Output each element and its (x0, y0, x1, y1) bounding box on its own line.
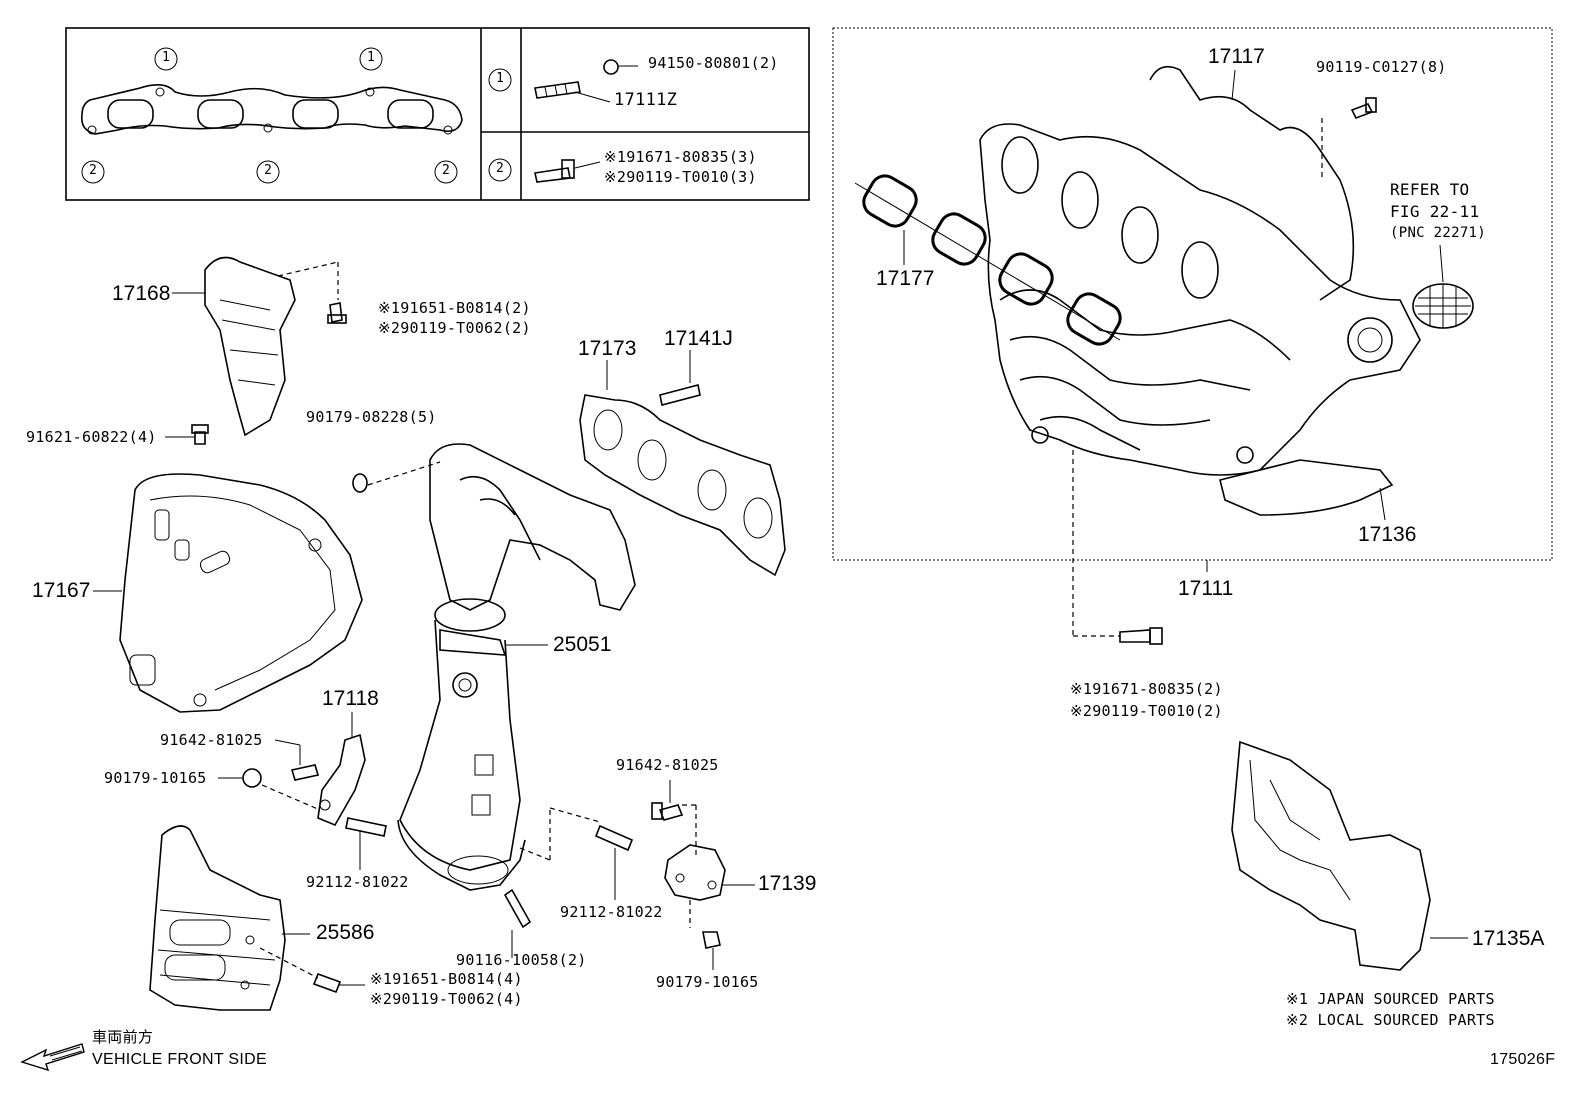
marker-2-b: 2 (264, 163, 273, 178)
part-290119-t0062-4: ※290119-T0062(4) (370, 990, 523, 1008)
direction-label-english: VEHICLE FRONT SIDE (92, 1051, 267, 1068)
part-90179-10165-left: 90179-10165 (104, 769, 207, 787)
part-92112-81022-right: 92112-81022 (560, 903, 663, 921)
part-17118: 17118 (322, 687, 379, 710)
reference-line1: REFER TO (1390, 180, 1470, 199)
direction-arrow-icon (20, 1043, 85, 1072)
part-17117: 17117 (1208, 45, 1265, 68)
part-25586: 25586 (316, 921, 375, 944)
part-290119-t0062-2: ※290119-T0062(2) (378, 319, 531, 337)
part-17136: 17136 (1358, 523, 1417, 546)
table-stud-drawing (534, 59, 638, 183)
mesh-screen-drawing (1412, 244, 1474, 329)
marker-1-b: 1 (367, 50, 376, 65)
marker-2-a: 2 (89, 163, 98, 178)
part-92112-81022-left: 92112-81022 (306, 873, 409, 891)
stud-92112-left-drawing (345, 817, 387, 870)
part-290119-t0010-3: ※290119-T0010(3) (604, 168, 757, 186)
part-191671-80835-3: ※191671-80835(3) (604, 148, 757, 166)
part-191671-80835-2: ※191671-80835(2) (1070, 680, 1223, 698)
bolt-90119-drawing (1321, 97, 1377, 180)
part-90179-10165-right: 90179-10165 (656, 973, 759, 991)
part-91621-60822: 91621-60822(4) (26, 428, 157, 446)
direction-label-japanese: 車両前方 (92, 1028, 154, 1046)
bracket-17118-drawing (218, 712, 366, 827)
part-191651-b0814-2: ※191651-B0814(2) (378, 299, 531, 317)
exhaust-gasket-drawing (80, 84, 463, 135)
part-90179-08228: 90179-08228(5) (306, 408, 437, 426)
part-17141j: 17141J (664, 327, 733, 350)
intake-gaskets-drawing (854, 174, 1122, 346)
marker-2-table: 2 (496, 161, 505, 176)
part-91642-81025-right: 91642-81025 (616, 756, 719, 774)
exhaust-manifold-25051-drawing (352, 443, 636, 891)
heat-insulator-17167-drawing (93, 424, 363, 713)
leader-lines-right (903, 69, 1386, 645)
part-17167: 17167 (32, 579, 91, 602)
part-191651-b0814-4: ※191651-B0814(4) (370, 970, 523, 988)
part-91642-81025-left: 91642-81025 (160, 731, 263, 749)
marker-1-table: 1 (496, 71, 505, 86)
part-17139: 17139 (758, 872, 817, 895)
heat-insulator-17168-drawing (172, 256, 347, 437)
part-290119-t0010-2: ※290119-T0010(2) (1070, 702, 1223, 720)
gasket-markers (81, 47, 512, 184)
part-17173: 17173 (578, 337, 637, 360)
bracket-17139-drawing (651, 780, 755, 970)
stud-90116-drawing (503, 888, 532, 958)
part-17111z: 17111Z (614, 90, 678, 110)
intake-manifold-frame (832, 27, 1553, 561)
gasket-table-frame (65, 27, 810, 201)
heat-insulator-25586-drawing (149, 825, 365, 1011)
marker-1-a: 1 (162, 50, 171, 65)
legend-note-2: ※2 LOCAL SOURCED PARTS (1286, 1011, 1495, 1029)
part-17168: 17168 (112, 282, 171, 305)
marker-2-c: 2 (442, 163, 451, 178)
reference-line2: FIG 22-11 (1390, 202, 1480, 221)
part-25051: 25051 (553, 633, 612, 656)
part-17111: 17111 (1178, 577, 1234, 600)
gasket-17173-drawing (579, 350, 786, 577)
part-94150-80801: 94150-80801(2) (648, 54, 779, 72)
insulator-17135a-drawing (1231, 740, 1468, 971)
part-17177: 17177 (876, 267, 935, 290)
reference-line3: (PNC 22271) (1390, 225, 1487, 241)
stud-92112-right-drawing (519, 807, 634, 900)
part-17135a: 17135A (1472, 927, 1545, 950)
part-90116-10058: 90116-10058(2) (456, 951, 587, 969)
legend-note-1: ※1 JAPAN SOURCED PARTS (1286, 990, 1495, 1008)
intake-manifold-drawing (979, 65, 1421, 516)
part-90119-c0127: 90119-C0127(8) (1316, 58, 1447, 76)
figure-number: 175026F (1490, 1051, 1556, 1068)
